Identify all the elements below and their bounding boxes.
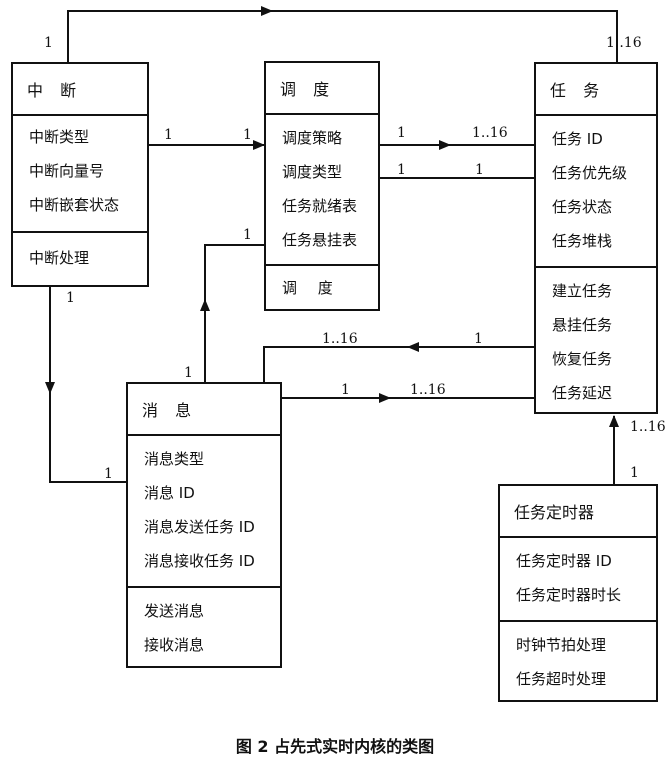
attr-task-state: 任务状态	[552, 198, 613, 216]
class-interrupt-name: 中 断	[27, 81, 83, 100]
op-timeout-handle: 任务超时处理	[516, 670, 607, 688]
class-interrupt: 中 断 中断类型 中断向量号 中断嵌套状态 中断处理	[11, 62, 149, 287]
class-message-operations: 发送消息 接收消息	[128, 586, 280, 666]
mult-task-msg-src: 1	[474, 331, 483, 347]
class-timer-name: 任务定时器	[514, 503, 595, 522]
attr-sched-ready-table: 任务就绪表	[282, 197, 358, 215]
mult-interrupt-sched-dst: 1	[243, 127, 252, 143]
mult-msg-sched-dst: 1	[243, 227, 252, 243]
assoc-task-message	[263, 346, 534, 382]
class-timer-operations: 时钟节拍处理 任务超时处理	[500, 620, 656, 700]
class-scheduler: 调 度 调度策略 调度类型 任务就绪表 任务悬挂表 调 度	[264, 61, 380, 311]
figure-caption: 图 2 占先式实时内核的类图	[235, 737, 435, 756]
attr-interrupt-type: 中断类型	[29, 128, 90, 146]
class-message: 消 息 消息类型 消息 ID 消息发送任务 ID 消息接收任务 ID 发送消息 …	[126, 382, 282, 668]
mult-interrupt-msg-dst: 1	[104, 466, 113, 482]
class-scheduler-attributes: 调度策略 调度类型 任务就绪表 任务悬挂表	[266, 113, 378, 264]
mult-task-sched-dst: 1	[397, 162, 406, 178]
op-create-task: 建立任务	[552, 282, 613, 300]
op-send-message: 发送消息	[144, 602, 205, 620]
op-resume-task: 恢复任务	[552, 350, 613, 368]
attr-timer-duration: 任务定时器时长	[516, 586, 622, 604]
mult-timer-task-src: 1	[630, 465, 639, 481]
class-task-attributes: 任务 ID 任务优先级 任务状态 任务堆栈	[536, 114, 656, 266]
attr-msg-type: 消息类型	[144, 450, 205, 468]
attr-sched-type: 调度类型	[282, 163, 343, 181]
class-interrupt-attributes: 中断类型 中断向量号 中断嵌套状态	[13, 114, 147, 231]
attr-interrupt-nesting: 中断嵌套状态	[29, 196, 120, 214]
attr-msg-sender: 消息发送任务 ID	[144, 518, 255, 536]
mult-interrupt-task-src: 1	[44, 35, 53, 51]
op-schedule: 调 度	[282, 279, 341, 297]
class-task: 任 务 任务 ID 任务优先级 任务状态 任务堆栈 建立任务 悬挂任务 恢复任务…	[534, 62, 658, 414]
class-timer: 任务定时器 任务定时器 ID 任务定时器时长 时钟节拍处理 任务超时处理	[498, 484, 658, 702]
mult-sched-task-src: 1	[397, 125, 406, 141]
mult-interrupt-task-dst: 1..16	[606, 35, 642, 51]
attr-task-stack: 任务堆栈	[552, 232, 613, 250]
attr-task-priority: 任务优先级	[552, 164, 628, 182]
class-message-name: 消 息	[142, 401, 198, 420]
attr-msg-receiver: 消息接收任务 ID	[144, 552, 255, 570]
op-interrupt-handle: 中断处理	[29, 249, 90, 267]
class-task-name: 任 务	[550, 81, 606, 100]
op-tick-handle: 时钟节拍处理	[516, 636, 607, 654]
attr-sched-policy: 调度策略	[282, 129, 343, 147]
op-suspend-task: 悬挂任务	[552, 316, 613, 334]
op-delay-task: 任务延迟	[552, 384, 613, 402]
attr-timer-id: 任务定时器 ID	[516, 552, 612, 570]
mult-interrupt-sched-src: 1	[164, 127, 173, 143]
mult-task-sched-src: 1	[475, 162, 484, 178]
assoc-message-scheduler	[204, 244, 264, 382]
class-scheduler-name: 调 度	[280, 80, 336, 99]
mult-interrupt-msg-src: 1	[66, 290, 75, 306]
op-receive-message: 接收消息	[144, 636, 205, 654]
mult-msg-task-src: 1	[341, 382, 350, 398]
mult-task-msg-dst: 1..16	[322, 331, 358, 347]
attr-sched-pending-table: 任务悬挂表	[282, 231, 358, 249]
attr-interrupt-vector: 中断向量号	[29, 162, 105, 180]
mult-sched-task-dst: 1..16	[472, 125, 508, 141]
class-scheduler-operations: 调 度	[266, 264, 378, 309]
class-timer-attributes: 任务定时器 ID 任务定时器时长	[500, 536, 656, 620]
assoc-interrupt-task	[67, 10, 618, 62]
assoc-interrupt-message	[49, 287, 126, 483]
class-message-attributes: 消息类型 消息 ID 消息发送任务 ID 消息接收任务 ID	[128, 434, 280, 586]
attr-task-id: 任务 ID	[552, 130, 603, 148]
mult-msg-sched-src: 1	[184, 365, 193, 381]
attr-msg-id: 消息 ID	[144, 484, 195, 502]
mult-timer-task-dst: 1..16	[630, 419, 666, 435]
class-interrupt-operations: 中断处理	[13, 231, 147, 285]
mult-msg-task-dst: 1..16	[410, 382, 446, 398]
class-task-operations: 建立任务 悬挂任务 恢复任务 任务延迟	[536, 266, 656, 412]
